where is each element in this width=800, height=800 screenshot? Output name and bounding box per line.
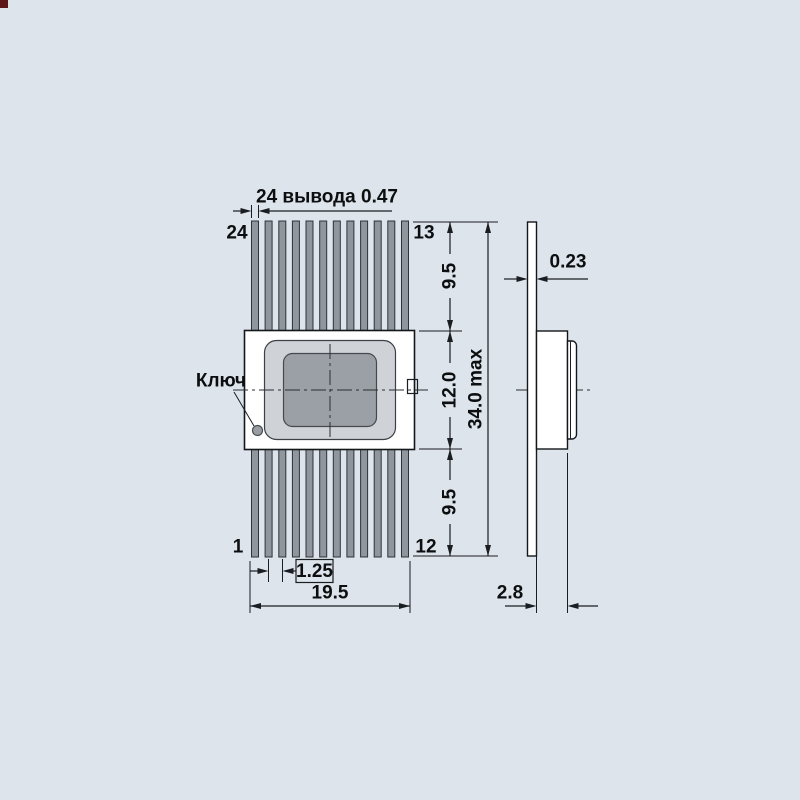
dim-package-width: 19.5 (249, 561, 411, 613)
dim-lead-pitch: 1.25 (250, 558, 334, 584)
pin-24-label: 24 (226, 223, 248, 244)
arrowhead (447, 438, 453, 449)
arrowhead (536, 276, 548, 282)
pin-1-label: 1 (233, 537, 244, 558)
lead (373, 439, 382, 558)
key-leader-line (233, 391, 255, 427)
dim-lead-thickness: 0.23 (504, 252, 588, 282)
dim-overall-length-label: 34.0 max (466, 348, 487, 429)
dim-overall-length: 34.0 max (466, 222, 491, 556)
lead (346, 220, 355, 341)
lead (373, 220, 382, 341)
key-label: Ключ (196, 371, 246, 392)
arrowhead (447, 222, 453, 233)
lead (319, 220, 328, 341)
pin-12-label: 12 (415, 537, 436, 558)
lead (291, 220, 300, 341)
lead (387, 220, 396, 341)
arrowhead (516, 276, 528, 282)
side-view (526, 221, 578, 557)
arrowhead (567, 603, 579, 609)
dim-leads-note: 24 вывода 0.47 (233, 187, 398, 218)
lead (264, 439, 273, 558)
lead (278, 439, 287, 558)
lead (291, 439, 300, 558)
dim-lead-pitch-label: 1.25 (296, 561, 333, 582)
lead (305, 439, 314, 558)
key-callout: Ключ (196, 371, 255, 427)
arrowhead (240, 208, 252, 214)
arrowhead (250, 603, 261, 609)
arrowhead (485, 222, 491, 233)
arrowhead (257, 568, 269, 574)
pitch-box (295, 558, 334, 584)
dim-lower-leads-label: 9.5 (440, 488, 461, 515)
index-tab (406, 378, 419, 395)
dim-body-thickness: 2.8 (497, 453, 598, 613)
arrowhead (447, 545, 453, 556)
pin-13-label: 13 (413, 223, 434, 244)
lead (332, 439, 341, 558)
side-lead-plate (526, 221, 538, 557)
lead (305, 220, 314, 341)
text-mask (439, 254, 461, 298)
arrowhead (258, 208, 270, 214)
lead (401, 220, 409, 341)
lead (251, 220, 259, 341)
pin-numbers: 24 13 1 12 (226, 223, 436, 558)
dim-lead-thickness-label: 0.23 (550, 252, 587, 273)
arrowhead (282, 568, 294, 574)
leads-note-label: 24 вывода 0.47 (256, 187, 398, 208)
lead (387, 439, 396, 558)
arrowhead (525, 603, 537, 609)
side-lid (566, 340, 578, 440)
lead (319, 439, 328, 558)
dim-vertical-chain: 9.5 12.0 9.5 (413, 221, 498, 557)
lead (264, 220, 273, 341)
lead (360, 439, 369, 558)
lead (346, 439, 355, 558)
text-mask (439, 480, 461, 524)
dim-body-thickness-label: 2.8 (497, 583, 523, 604)
lead (332, 220, 341, 341)
lead (251, 439, 259, 558)
key-dot (251, 424, 264, 437)
arrowhead (447, 331, 453, 342)
arrowhead (447, 449, 453, 460)
corner-marker (0, 0, 8, 8)
lead (278, 220, 287, 341)
lead (401, 439, 409, 558)
arrowhead (447, 320, 453, 331)
side-body (535, 330, 569, 450)
arrowhead (399, 603, 410, 609)
dim-body-height-label: 12.0 (440, 372, 461, 409)
lead (360, 220, 369, 341)
top-leads (251, 220, 409, 341)
text-mask (439, 363, 461, 417)
bottom-leads (251, 439, 409, 558)
dim-upper-leads-label: 9.5 (440, 262, 461, 289)
dim-package-width-label: 19.5 (312, 583, 349, 604)
arrowhead (485, 545, 491, 556)
